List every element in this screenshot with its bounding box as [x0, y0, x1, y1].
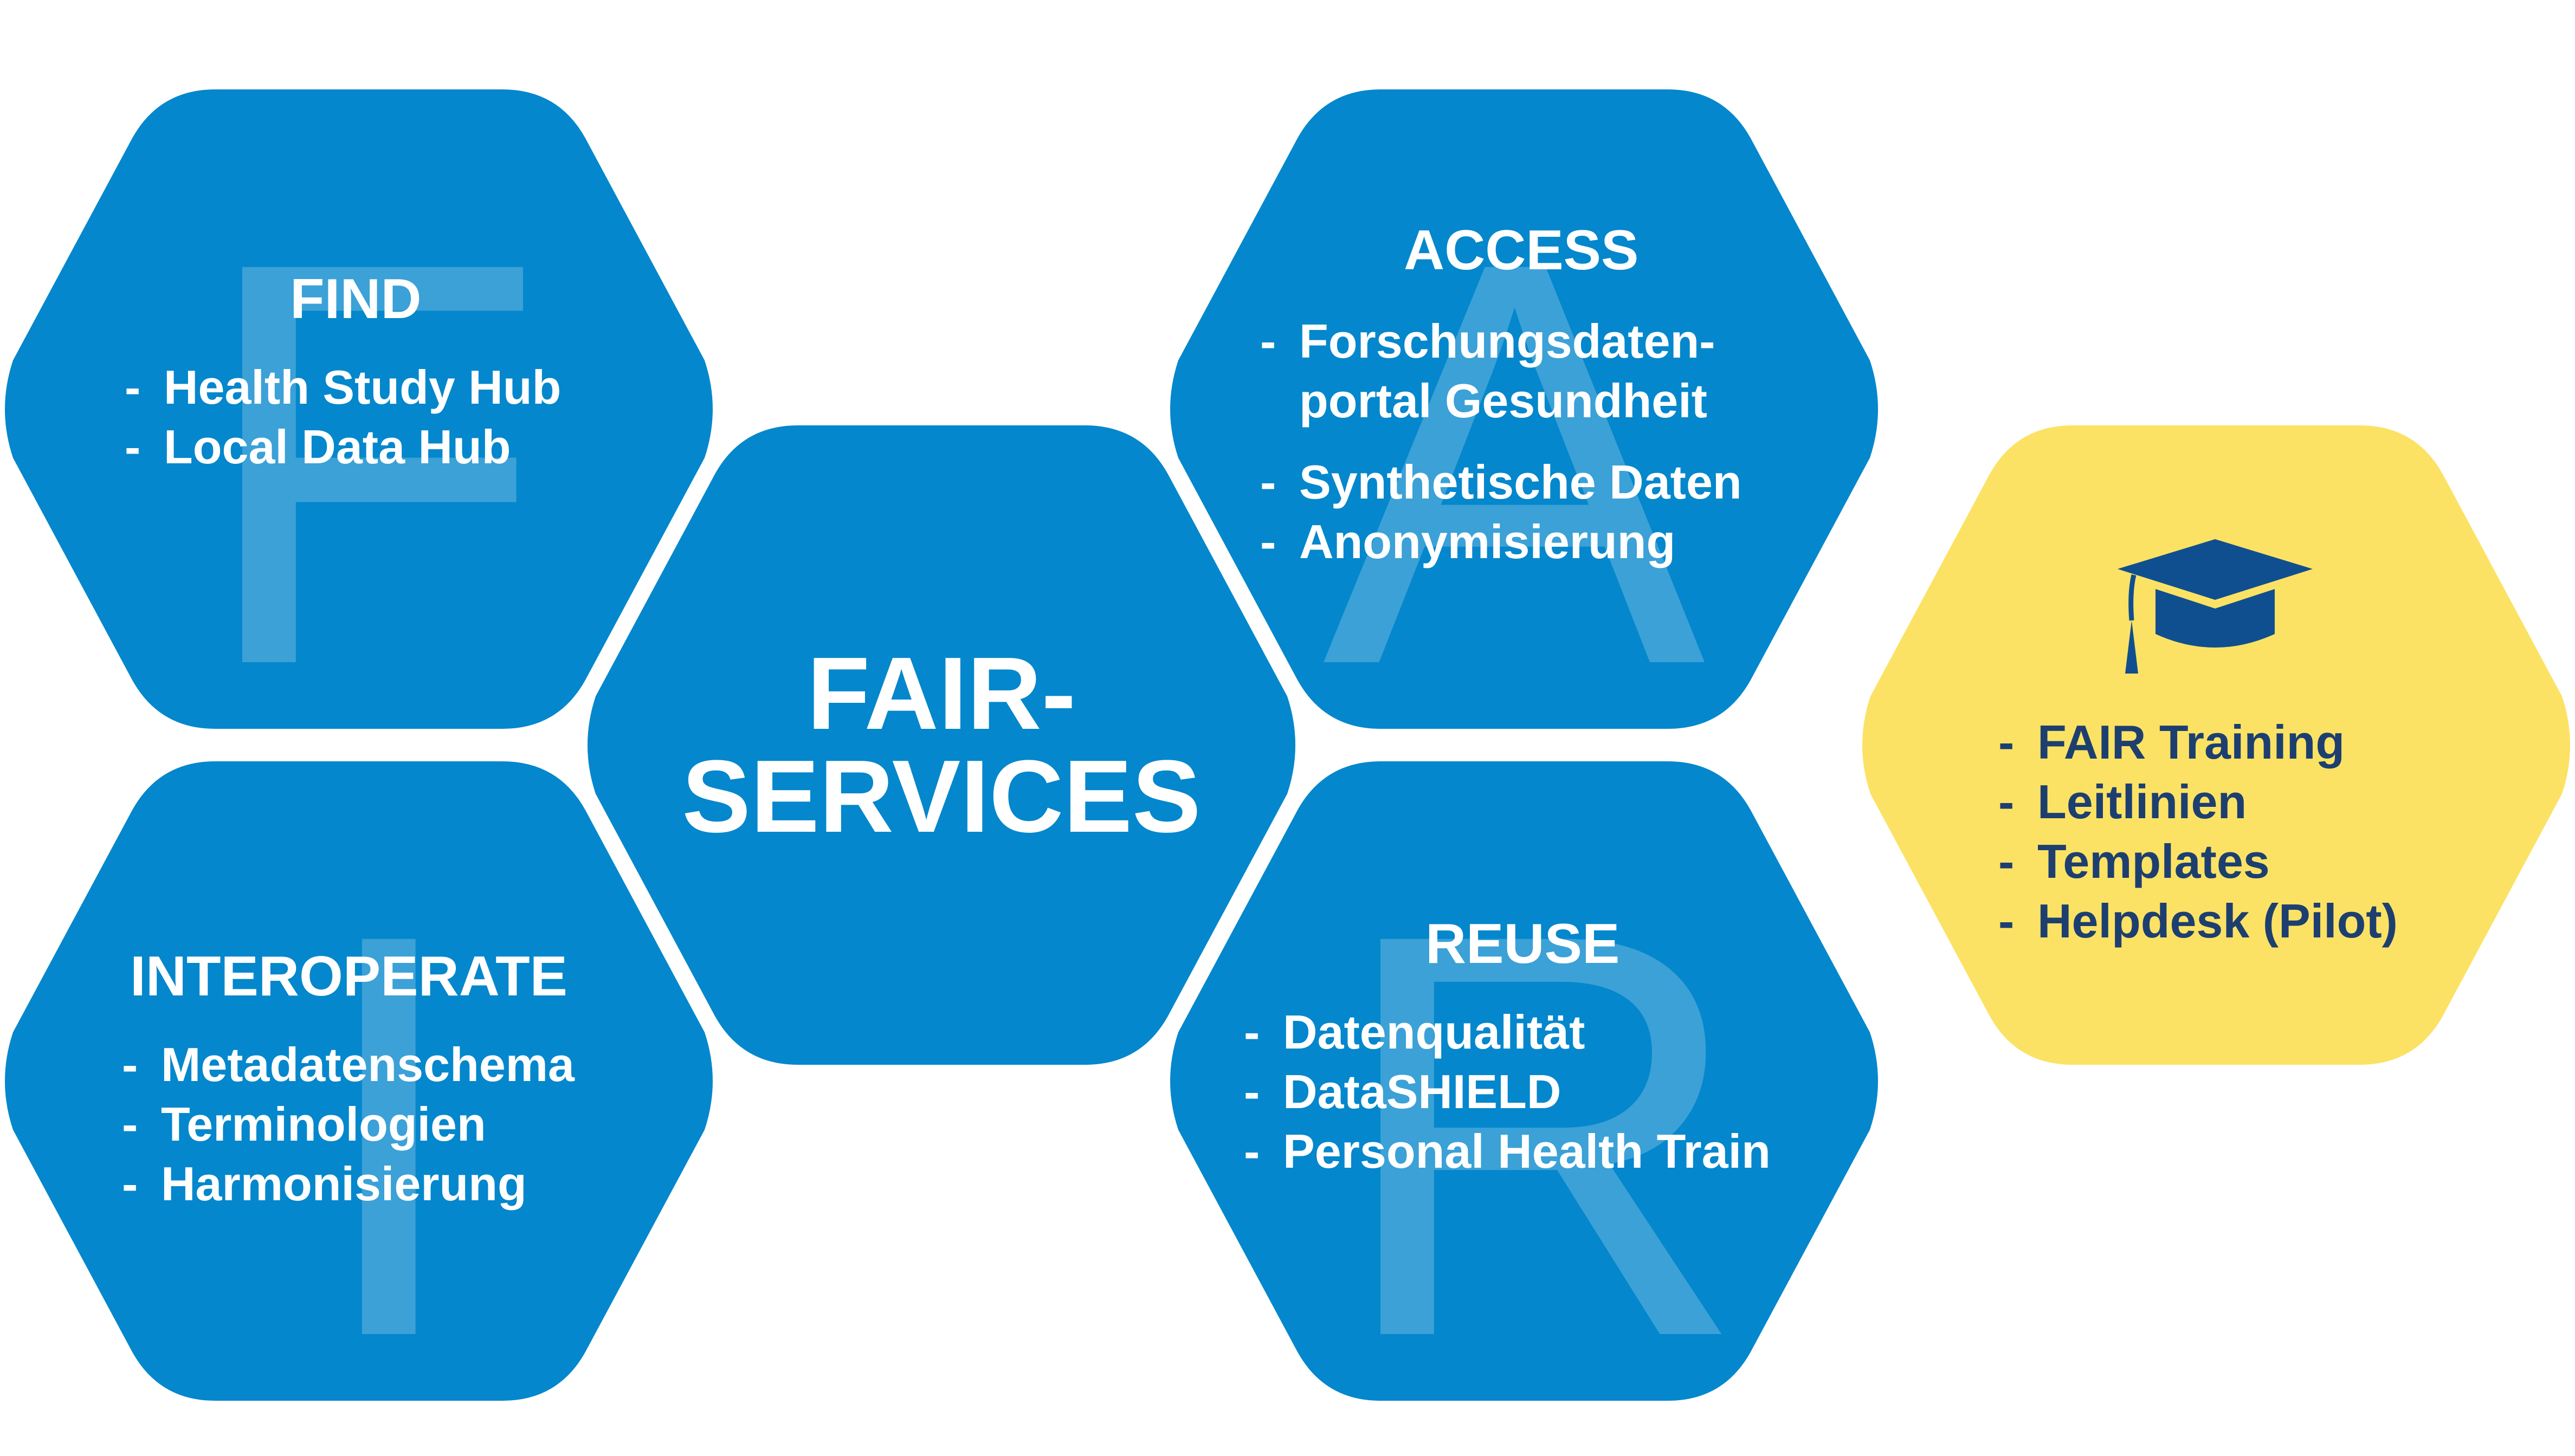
training-item: Helpdesk (Pilot)	[1998, 891, 2398, 951]
fair-services-diagram: F FIND Health Study Hub Local Data Hub I…	[0, 0, 2575, 1399]
access-item-continuation-text: portal Gesundheit	[1299, 374, 1707, 428]
hex-fair-services: FAIR- SERVICES	[583, 425, 1300, 1065]
access-item-list: Forschungsdaten- portal Gesundheit Synth…	[1260, 312, 1742, 572]
hex-access: A ACCESS Forschungsdaten- portal Gesundh…	[1165, 89, 1883, 750]
graduation-cap-icon	[2118, 539, 2313, 674]
interoperate-item: Harmonisierung	[122, 1154, 575, 1214]
reuse-title: REUSE	[1425, 913, 1620, 975]
training-item: Templates	[1998, 832, 2398, 891]
hex-fair-services-shape	[588, 425, 1295, 1065]
hex-training: FAIR Training Leitlinien Templates Helpd…	[1857, 425, 2575, 1065]
find-item: Local Data Hub	[125, 417, 561, 477]
reuse-item: Datenqualität	[1244, 1002, 1771, 1062]
access-title: ACCESS	[1404, 219, 1639, 282]
interoperate-item: Metadatenschema	[122, 1035, 575, 1095]
center-title-line2: SERVICES	[682, 739, 1201, 854]
interoperate-item: Terminologien	[122, 1095, 575, 1154]
find-title: FIND	[290, 268, 422, 331]
interoperate-title: INTEROPERATE	[130, 945, 568, 1008]
access-item-continuation: portal Gesundheit	[1260, 371, 1742, 431]
interoperate-item-list: Metadatenschema Terminologien Harmonisie…	[122, 1035, 575, 1214]
hex-interoperate: I INTEROPERATE Metadatenschema Terminolo…	[0, 761, 718, 1422]
reuse-item-list: Datenqualität DataSHIELD Personal Health…	[1244, 1002, 1771, 1181]
reuse-item: Personal Health Train	[1244, 1122, 1771, 1181]
training-item-list: FAIR Training Leitlinien Templates Helpd…	[1998, 713, 2398, 951]
center-title-line1: FAIR-	[806, 636, 1076, 751]
find-item: Health Study Hub	[125, 358, 561, 417]
training-item: Leitlinien	[1998, 772, 2398, 832]
hex-find: F FIND Health Study Hub Local Data Hub	[0, 89, 718, 750]
access-item: Synthetische Daten	[1260, 452, 1742, 512]
access-item: Forschungsdaten-	[1260, 312, 1742, 371]
find-item-list: Health Study Hub Local Data Hub	[125, 358, 561, 477]
access-item: Anonymisierung	[1260, 512, 1742, 572]
training-item: FAIR Training	[1998, 713, 2398, 772]
hex-reuse: R REUSE Datenqualität DataSHIELD Persona…	[1165, 761, 1883, 1422]
reuse-item: DataSHIELD	[1244, 1062, 1771, 1122]
